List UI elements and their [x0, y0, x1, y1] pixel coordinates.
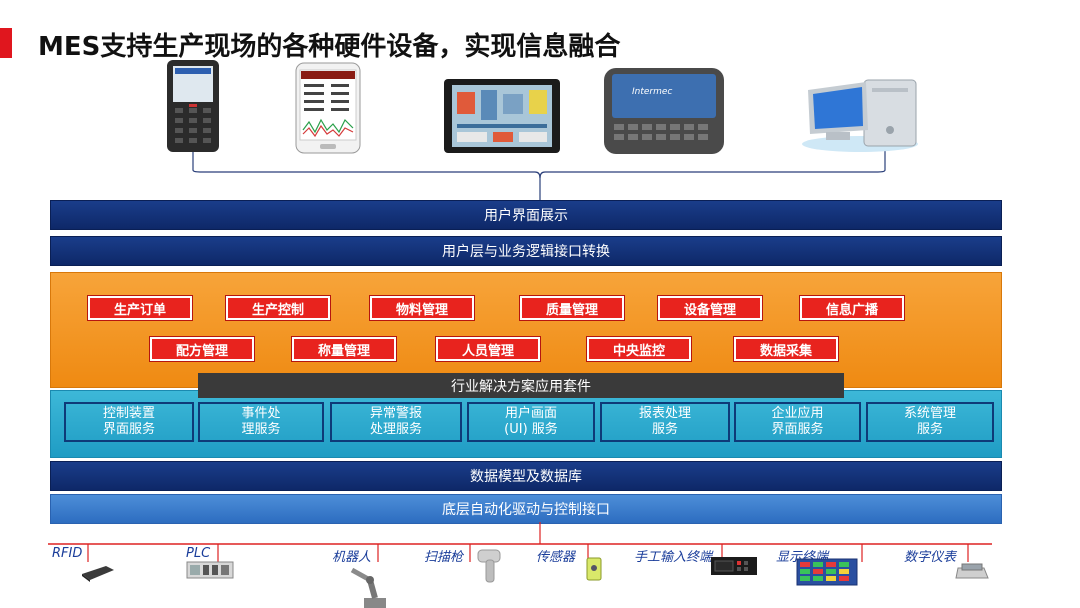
module-data-collection: 数据采集 — [734, 337, 838, 361]
module-quality-management: 质量管理 — [520, 296, 624, 320]
service-event-handling: 事件处 理服务 — [198, 402, 324, 442]
hardware-label-plc: PLC — [186, 546, 211, 561]
data-model-layer: 数据模型及数据库 — [50, 461, 1002, 491]
module-weighing-management: 称量管理 — [292, 337, 396, 361]
barcode-scanner-icon — [477, 549, 501, 583]
hardware-label-scanner: 扫描枪 — [424, 550, 464, 565]
automation-layer: 底层自动化驱动与控制接口 — [50, 494, 1002, 524]
module-personnel-management: 人员管理 — [436, 337, 540, 361]
display-terminal-icon — [796, 558, 858, 586]
ui-display-layer: 用户界面展示 — [50, 200, 1002, 230]
module-production-control: 生产控制 — [226, 296, 330, 320]
desktop-computer-icon — [802, 79, 918, 152]
hardware-label-robot: 机器人 — [332, 550, 372, 565]
module-material-management: 物料管理 — [370, 296, 474, 320]
svg-text:Intermec: Intermec — [632, 87, 672, 97]
interface-conversion-layer: 用户层与业务逻辑接口转换 — [50, 236, 1002, 266]
title-accent-mark — [0, 28, 12, 58]
ui-display-label: 用户界面展示 — [484, 208, 568, 224]
service-system-management: 系统管理 服务 — [866, 402, 994, 442]
input-terminal-icon — [711, 557, 757, 575]
hardware-label-sensor: 传感器 — [536, 550, 576, 565]
module-recipe-management: 配方管理 — [150, 337, 254, 361]
interface-conversion-label: 用户层与业务逻辑接口转换 — [442, 244, 610, 260]
digital-meter-icon — [955, 563, 989, 579]
handheld-terminal-icon — [167, 60, 219, 152]
module-central-monitoring: 中央监控 — [587, 337, 691, 361]
hardware-label-digital-meter: 数字仪表 — [904, 550, 957, 565]
service-report-processing: 报表处理 服务 — [600, 402, 730, 442]
hardware-bus-lines — [48, 522, 992, 562]
service-alarm-handling: 异常警报 处理服务 — [330, 402, 462, 442]
device-connector-lines — [192, 150, 886, 200]
robot-arm-icon — [350, 567, 386, 608]
automation-label: 底层自动化驱动与控制接口 — [442, 502, 610, 518]
service-control-device-ui: 控制装置 界面服务 — [64, 402, 194, 442]
sensor-icon — [586, 557, 602, 581]
module-info-broadcast: 信息广播 — [800, 296, 904, 320]
module-equipment-management: 设备管理 — [658, 296, 762, 320]
industry-suite-bar: 行业解决方案应用套件 — [198, 373, 844, 398]
page-title: MES支持生产现场的各种硬件设备，实现信息融合 — [38, 32, 621, 62]
business-modules-panel — [50, 272, 1002, 388]
hardware-label-input-terminal: 手工输入终端 — [634, 550, 713, 565]
data-model-label: 数据模型及数据库 — [470, 469, 582, 485]
module-production-order: 生产订单 — [88, 296, 192, 320]
services-panel — [50, 390, 1002, 458]
rfid-reader-icon — [82, 566, 114, 582]
service-user-screen-ui: 用户画面 (UI) 服务 — [467, 402, 595, 442]
plc-icon — [186, 561, 234, 579]
vehicle-terminal-icon: Intermec — [604, 68, 724, 154]
hardware-label-rfid: RFID — [52, 546, 83, 561]
tablet-icon — [444, 79, 560, 153]
smartphone-icon — [295, 62, 361, 154]
industry-suite-label: 行业解决方案应用套件 — [451, 378, 591, 395]
service-enterprise-app-ui: 企业应用 界面服务 — [734, 402, 861, 442]
